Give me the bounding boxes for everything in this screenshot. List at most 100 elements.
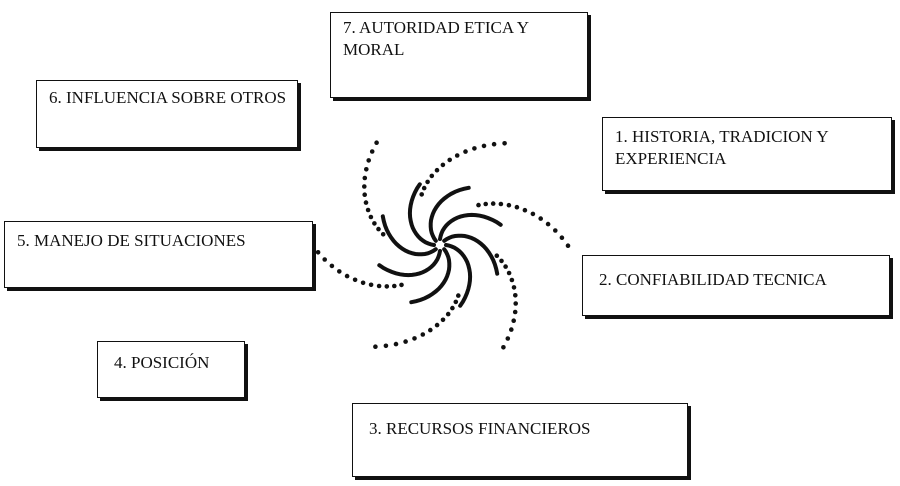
swirl-dot [364, 167, 369, 172]
box-autoridad-etica-moral: 7. AUTORIDAD ETICA Y MORAL [330, 12, 588, 98]
swirl-dot [509, 277, 515, 283]
swirl-blade [442, 233, 500, 276]
box-label: 4. POSICIÓN [114, 353, 210, 372]
swirl-dot [399, 282, 404, 288]
swirl-blade [444, 243, 473, 308]
swirl-dot [505, 336, 511, 341]
swirl-dot [383, 343, 389, 349]
swirl-dots [309, 140, 571, 350]
swirl-dot [453, 299, 459, 305]
swirl-dot [373, 344, 378, 350]
swirl-dot [559, 235, 565, 240]
swirl-dot [363, 200, 369, 205]
swirl-dot [368, 282, 374, 288]
box-label: 7. AUTORIDAD ETICA Y MORAL [343, 18, 529, 59]
swirl-blade [380, 214, 438, 257]
swirl-dot [530, 211, 536, 217]
swirl-blade [407, 182, 436, 247]
swirl-blade [377, 249, 442, 278]
swirl-dot [362, 192, 368, 197]
swirl-dot [483, 201, 489, 207]
swirl-dot [506, 270, 512, 276]
box-recursos-financieros: 3. RECURSOS FINANCIEROS [352, 403, 688, 477]
swirl-dot [445, 311, 451, 317]
swirl-dot [362, 184, 367, 189]
swirl-dot [440, 317, 446, 323]
swirl-dot [511, 318, 516, 324]
swirl-dot [514, 204, 520, 210]
swirl-dot [384, 284, 390, 289]
swirl-dot [412, 336, 417, 341]
swirl-dot [425, 179, 430, 185]
swirl-dot [344, 273, 350, 279]
swirl-dot [472, 146, 477, 151]
swirl-dot [538, 216, 543, 221]
swirl-dot [393, 341, 399, 347]
swirl-dot [513, 293, 518, 298]
swirl-dot [428, 327, 433, 333]
swirl-dot [450, 305, 455, 311]
box-confiabilidad-tecnica: 2. CONFIABILIDAD TECNICA [582, 255, 890, 316]
swirl-dot [456, 293, 461, 298]
swirl-dot [322, 257, 328, 262]
swirl-dot [454, 153, 460, 158]
swirl-dot [420, 332, 426, 337]
box-influencia-sobre-otros: 6. INFLUENCIA SOBRE OTROS [36, 80, 298, 148]
swirl-dot [421, 185, 427, 191]
swirl-dot [553, 228, 558, 233]
swirl-dot [463, 149, 468, 154]
box-label: 5. MANEJO DE SITUACIONES [17, 231, 246, 250]
swirl-arms [377, 182, 503, 308]
swirl-dot [392, 283, 397, 289]
swirl-dot [434, 322, 440, 328]
swirl-blade [409, 247, 452, 305]
swirl-dot [374, 140, 379, 145]
box-posicion: 4. POSICIÓN [97, 341, 245, 398]
swirl-dot [447, 157, 453, 163]
swirl-dot [494, 253, 500, 258]
swirl-dot [565, 243, 571, 248]
swirl-blade [428, 185, 471, 243]
swirl-dot [522, 207, 528, 213]
box-label: 6. INFLUENCIA SOBRE OTROS [49, 88, 287, 107]
swirl-dot [513, 301, 518, 306]
swirl-dot [337, 269, 342, 274]
swirl-dot [419, 192, 425, 197]
swirl-dot [369, 149, 375, 154]
swirl-dot [506, 202, 512, 208]
box-manejo-de-situaciones: 5. MANEJO DE SITUACIONES [4, 221, 313, 288]
swirl-dot [434, 167, 440, 173]
swirl-dot [380, 232, 386, 237]
swirl-dot [481, 143, 487, 149]
box-label: 3. RECURSOS FINANCIEROS [369, 419, 591, 438]
swirl-dot [502, 141, 507, 146]
swirl-dot [490, 201, 496, 206]
swirl-dot [376, 283, 382, 289]
swirl-dot [368, 214, 374, 220]
box-label: 1. HISTORIA, TRADICION Y EXPERIENCIA [615, 127, 828, 168]
swirl-dot [403, 339, 408, 344]
box-label: 2. CONFIABILIDAD TECNICA [599, 270, 827, 289]
swirl-dot [509, 327, 514, 332]
swirl-blade [438, 212, 503, 241]
swirl-dot [440, 162, 446, 168]
swirl-dot [429, 173, 435, 179]
swirl-dot [329, 263, 335, 269]
swirl-dot [501, 345, 506, 350]
swirl-dot [315, 250, 321, 255]
swirl-dot [512, 309, 518, 315]
swirl-dot [366, 158, 372, 163]
swirl-dot [476, 202, 481, 208]
swirl-dot [503, 264, 508, 269]
swirl-dot [372, 221, 377, 226]
swirl-dot [365, 207, 371, 213]
swirl-dot [511, 285, 517, 290]
box-historia-tradicion-experiencia: 1. HISTORIA, TRADICION Y EXPERIENCIA [602, 117, 892, 191]
swirl-dot [491, 141, 497, 147]
swirl-dot [360, 280, 366, 286]
swirl-dot [498, 201, 504, 207]
swirl-dot [499, 258, 504, 264]
swirl-dot [362, 175, 368, 181]
